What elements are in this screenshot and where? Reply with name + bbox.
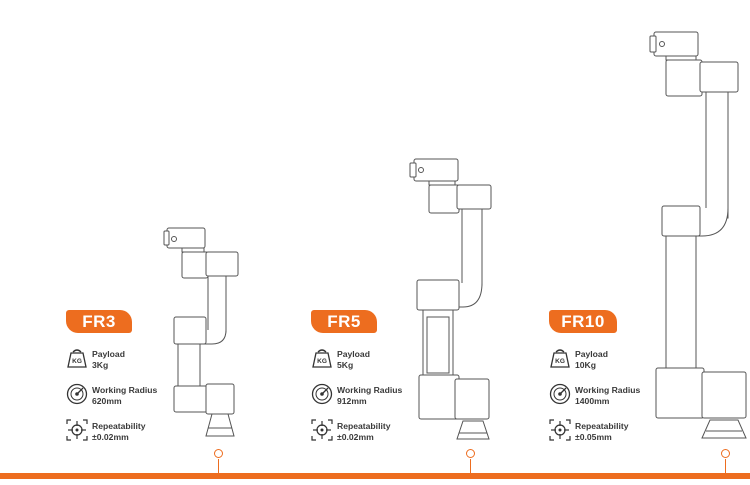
spec-value: 620mm bbox=[92, 396, 122, 406]
weight-icon: KG bbox=[312, 349, 332, 368]
model-badge-fr5: FR5 bbox=[311, 310, 377, 333]
robot-fr5-drawing bbox=[409, 158, 492, 440]
timeline-bar bbox=[0, 473, 750, 479]
robot-fr10-drawing bbox=[649, 31, 747, 439]
radius-icon bbox=[66, 383, 88, 405]
target-icon bbox=[311, 419, 333, 441]
spec-label: Working Radius bbox=[92, 385, 158, 395]
spec-label: Payload bbox=[92, 349, 125, 359]
spec-label: Payload bbox=[337, 349, 370, 359]
svg-text:KG: KG bbox=[72, 358, 82, 365]
spec-label: Repeatability bbox=[92, 421, 146, 431]
model-badge-fr3: FR3 bbox=[66, 310, 132, 333]
target-icon bbox=[66, 419, 88, 441]
robot-fr3-drawing bbox=[163, 227, 239, 437]
model-badge-fr10: FR10 bbox=[549, 310, 617, 333]
spec-value: 5Kg bbox=[337, 360, 354, 370]
spec-value: 1400mm bbox=[575, 396, 610, 406]
timeline-marker-fr5 bbox=[466, 449, 475, 458]
spec-value: 3Kg bbox=[92, 360, 109, 370]
spec-label: Repeatability bbox=[337, 421, 391, 431]
weight-icon: KG bbox=[550, 349, 570, 368]
target-icon bbox=[549, 419, 571, 441]
radius-icon bbox=[311, 383, 333, 405]
timeline-marker-fr10 bbox=[721, 449, 730, 458]
spec-repeatability-fr10: Repeatability±0.05mm bbox=[549, 419, 699, 449]
weight-icon: KG bbox=[67, 349, 87, 368]
spec-value: 912mm bbox=[337, 396, 367, 406]
spec-value: 10Kg bbox=[575, 360, 597, 370]
spec-label: Payload bbox=[575, 349, 608, 359]
spec-repeatability-fr5: Repeatability±0.02mm bbox=[311, 419, 461, 449]
svg-text:KG: KG bbox=[555, 358, 565, 365]
spec-value: ±0.02mm bbox=[92, 432, 129, 442]
spec-label: Working Radius bbox=[337, 385, 403, 395]
spec-label: Repeatability bbox=[575, 421, 629, 431]
timeline-marker-fr3 bbox=[214, 449, 223, 458]
spec-label: Working Radius bbox=[575, 385, 641, 395]
timeline-connector-fr3 bbox=[218, 459, 220, 474]
timeline-connector-fr5 bbox=[470, 459, 472, 474]
radius-icon bbox=[549, 383, 571, 405]
spec-repeatability-fr3: Repeatability±0.02mm bbox=[66, 419, 216, 449]
svg-text:KG: KG bbox=[317, 358, 327, 365]
timeline-connector-fr10 bbox=[725, 459, 727, 474]
spec-value: ±0.02mm bbox=[337, 432, 374, 442]
spec-value: ±0.05mm bbox=[575, 432, 612, 442]
